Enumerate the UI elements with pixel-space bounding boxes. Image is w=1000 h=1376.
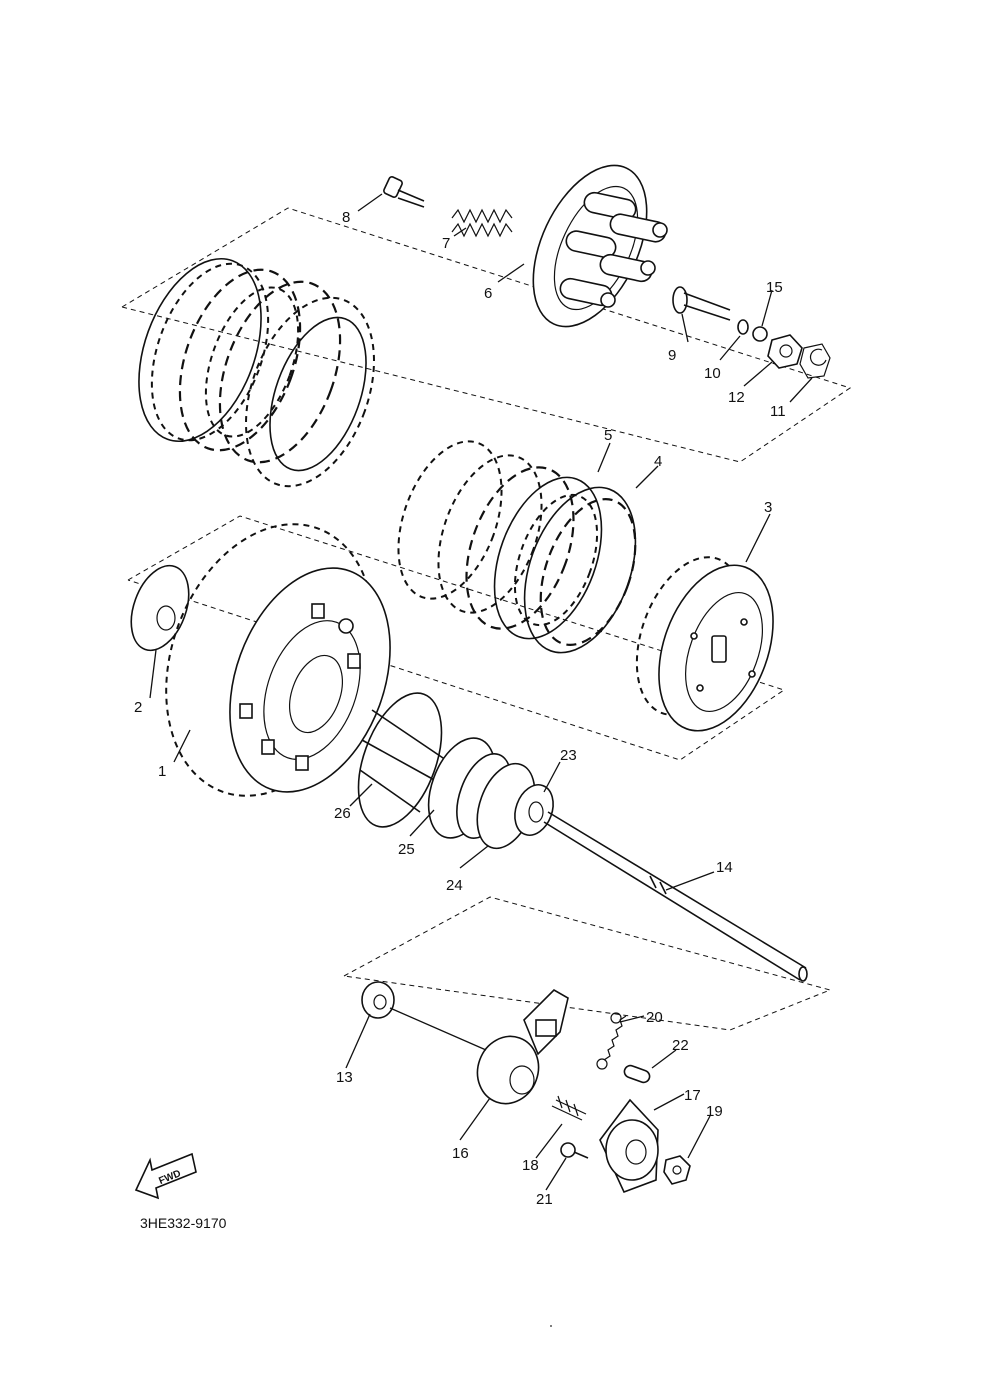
- part-label-25: 25: [398, 841, 415, 858]
- small-nut-part: [663, 1155, 691, 1185]
- part-label-1: 1: [158, 763, 166, 780]
- clutch-plates-middle: [397, 440, 637, 654]
- part-label-9: 9: [668, 347, 676, 364]
- needle-bearing-part: [357, 692, 447, 828]
- dowel-pin-part: [623, 1064, 651, 1084]
- return-spring-part: [596, 1012, 627, 1070]
- drawing-code: 3HE332-9170: [140, 1215, 227, 1231]
- part-label-5: 5: [604, 427, 612, 444]
- part-label-7: 7: [442, 235, 450, 252]
- forward-arrow-icon: FWD: [134, 1152, 197, 1200]
- o-ring-part: [737, 319, 749, 335]
- part-label-8: 8: [342, 209, 350, 226]
- part-label-23: 23: [560, 747, 577, 764]
- spring-part: [451, 208, 513, 238]
- part-number-labels: 1 2 3 4 5 6 7 8 9 10 11 12 13 14 15 16 1…: [134, 209, 786, 1208]
- oil-seal-part: [361, 981, 395, 1019]
- bolt-part: [383, 176, 425, 208]
- push-lever-part: [476, 989, 569, 1105]
- stray-mark: [550, 1325, 552, 1327]
- leader-lines: [149, 193, 813, 1191]
- part-label-11: 11: [770, 403, 786, 420]
- part-label-13: 13: [336, 1069, 353, 1086]
- collar-part: [514, 784, 554, 836]
- part-label-20: 20: [646, 1009, 663, 1026]
- pressure-plate-part: [532, 164, 668, 328]
- clutch-plates-upper: [138, 257, 375, 488]
- part-label-6: 6: [484, 285, 492, 302]
- assembly-outline-bottom: [343, 896, 832, 1031]
- ball-part: [752, 326, 768, 342]
- push-rod-short-part: [672, 286, 731, 321]
- stud-bolt-part: [551, 1095, 587, 1121]
- part-label-4: 4: [654, 453, 662, 470]
- part-label-15: 15: [766, 279, 783, 296]
- part-label-12: 12: [728, 389, 745, 406]
- clutch-housing-part: [165, 523, 391, 797]
- part-label-3: 3: [764, 499, 772, 516]
- part-label-14: 14: [716, 859, 733, 876]
- part-label-17: 17: [684, 1087, 701, 1104]
- part-label-18: 18: [522, 1157, 539, 1174]
- part-label-22: 22: [672, 1037, 689, 1054]
- part-label-24: 24: [446, 877, 463, 894]
- part-label-10: 10: [704, 365, 721, 382]
- assembly-outline-top: [121, 207, 852, 463]
- push-rod-long-part: [543, 811, 808, 982]
- lever-cover-part: [599, 1098, 659, 1194]
- nut-part: [767, 334, 803, 369]
- clutch-boss-part: [635, 556, 774, 732]
- part-label-2: 2: [134, 699, 142, 716]
- part-label-21: 21: [536, 1191, 553, 1208]
- screw-part: [560, 1142, 589, 1159]
- part-label-19: 19: [706, 1103, 723, 1120]
- assembly-outline-middle: [127, 515, 786, 761]
- part-label-26: 26: [334, 805, 351, 822]
- thrust-washer-part: [130, 564, 190, 652]
- part-label-16: 16: [452, 1145, 469, 1162]
- lock-washer-part: [799, 343, 831, 379]
